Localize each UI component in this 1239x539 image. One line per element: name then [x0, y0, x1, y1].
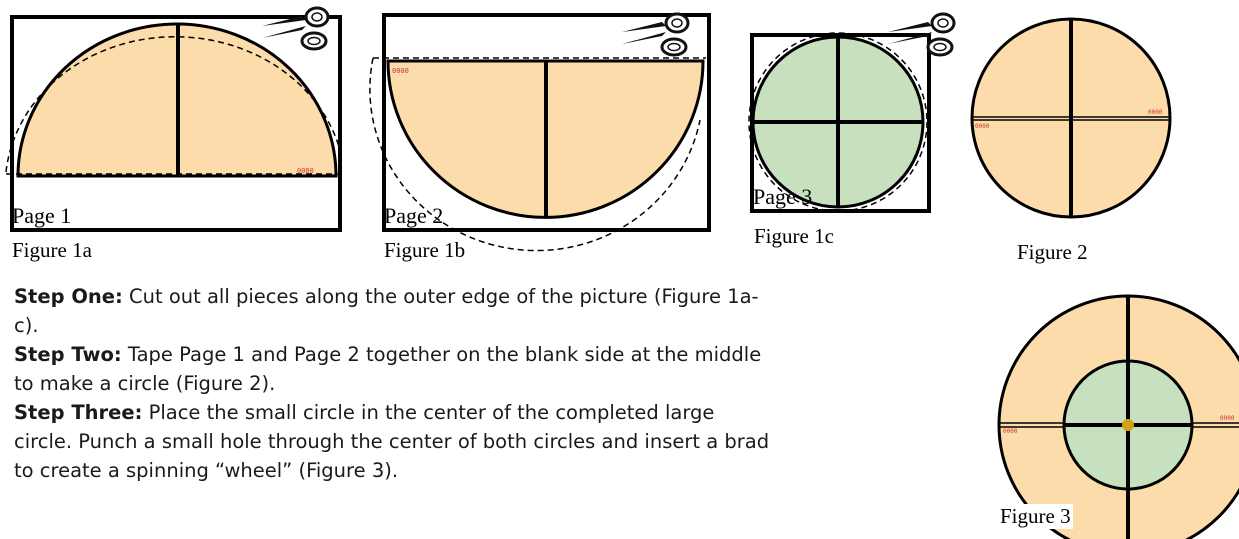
svg-text:0000: 0000 [1003, 428, 1018, 435]
step-one-label: Step One: [14, 285, 123, 308]
figure-1c [748, 12, 956, 213]
instructions: Step One: Cut out all pieces along the o… [14, 282, 774, 485]
figure-2: 0000 0000 [970, 17, 1172, 219]
figure-1b-caption: Figure 1b [384, 238, 466, 262]
svg-text:0000: 0000 [297, 167, 314, 175]
step-two-label: Step Two: [14, 343, 122, 366]
step-two: Step Two: Tape Page 1 and Page 2 togethe… [14, 340, 774, 398]
svg-text:0000: 0000 [1148, 109, 1163, 116]
step-two-text: Tape Page 1 and Page 2 together on the b… [14, 343, 762, 395]
figure-1c-caption: Figure 1c [754, 224, 834, 248]
page-2-label: Page 2 [384, 203, 444, 228]
svg-text:0000: 0000 [1220, 415, 1235, 422]
step-three: Step Three: Place the small circle in th… [14, 398, 774, 485]
step-three-text: Place the small circle in the center of … [14, 401, 770, 482]
step-three-label: Step Three: [14, 401, 143, 424]
step-one: Step One: Cut out all pieces along the o… [14, 282, 774, 340]
step-one-text: Cut out all pieces along the outer edge … [14, 285, 759, 337]
scissors-icon [620, 12, 690, 57]
figure-3: 0000 0000 [997, 294, 1239, 539]
figure-2-caption: Figure 2 [1017, 240, 1088, 264]
brad-dot [1122, 419, 1134, 431]
figure-1a: 0000 [5, 6, 342, 232]
page-1-label: Page 1 [12, 203, 72, 228]
svg-text:0000: 0000 [975, 123, 990, 130]
scissors-icon [260, 6, 330, 51]
svg-text:0000: 0000 [392, 67, 409, 75]
figure-1b: 0000 [369, 12, 711, 252]
page-3-label: Page 3 [753, 184, 813, 209]
figure-1a-caption: Figure 1a [12, 238, 92, 262]
figure-3-caption: Figure 3 [1000, 504, 1073, 529]
